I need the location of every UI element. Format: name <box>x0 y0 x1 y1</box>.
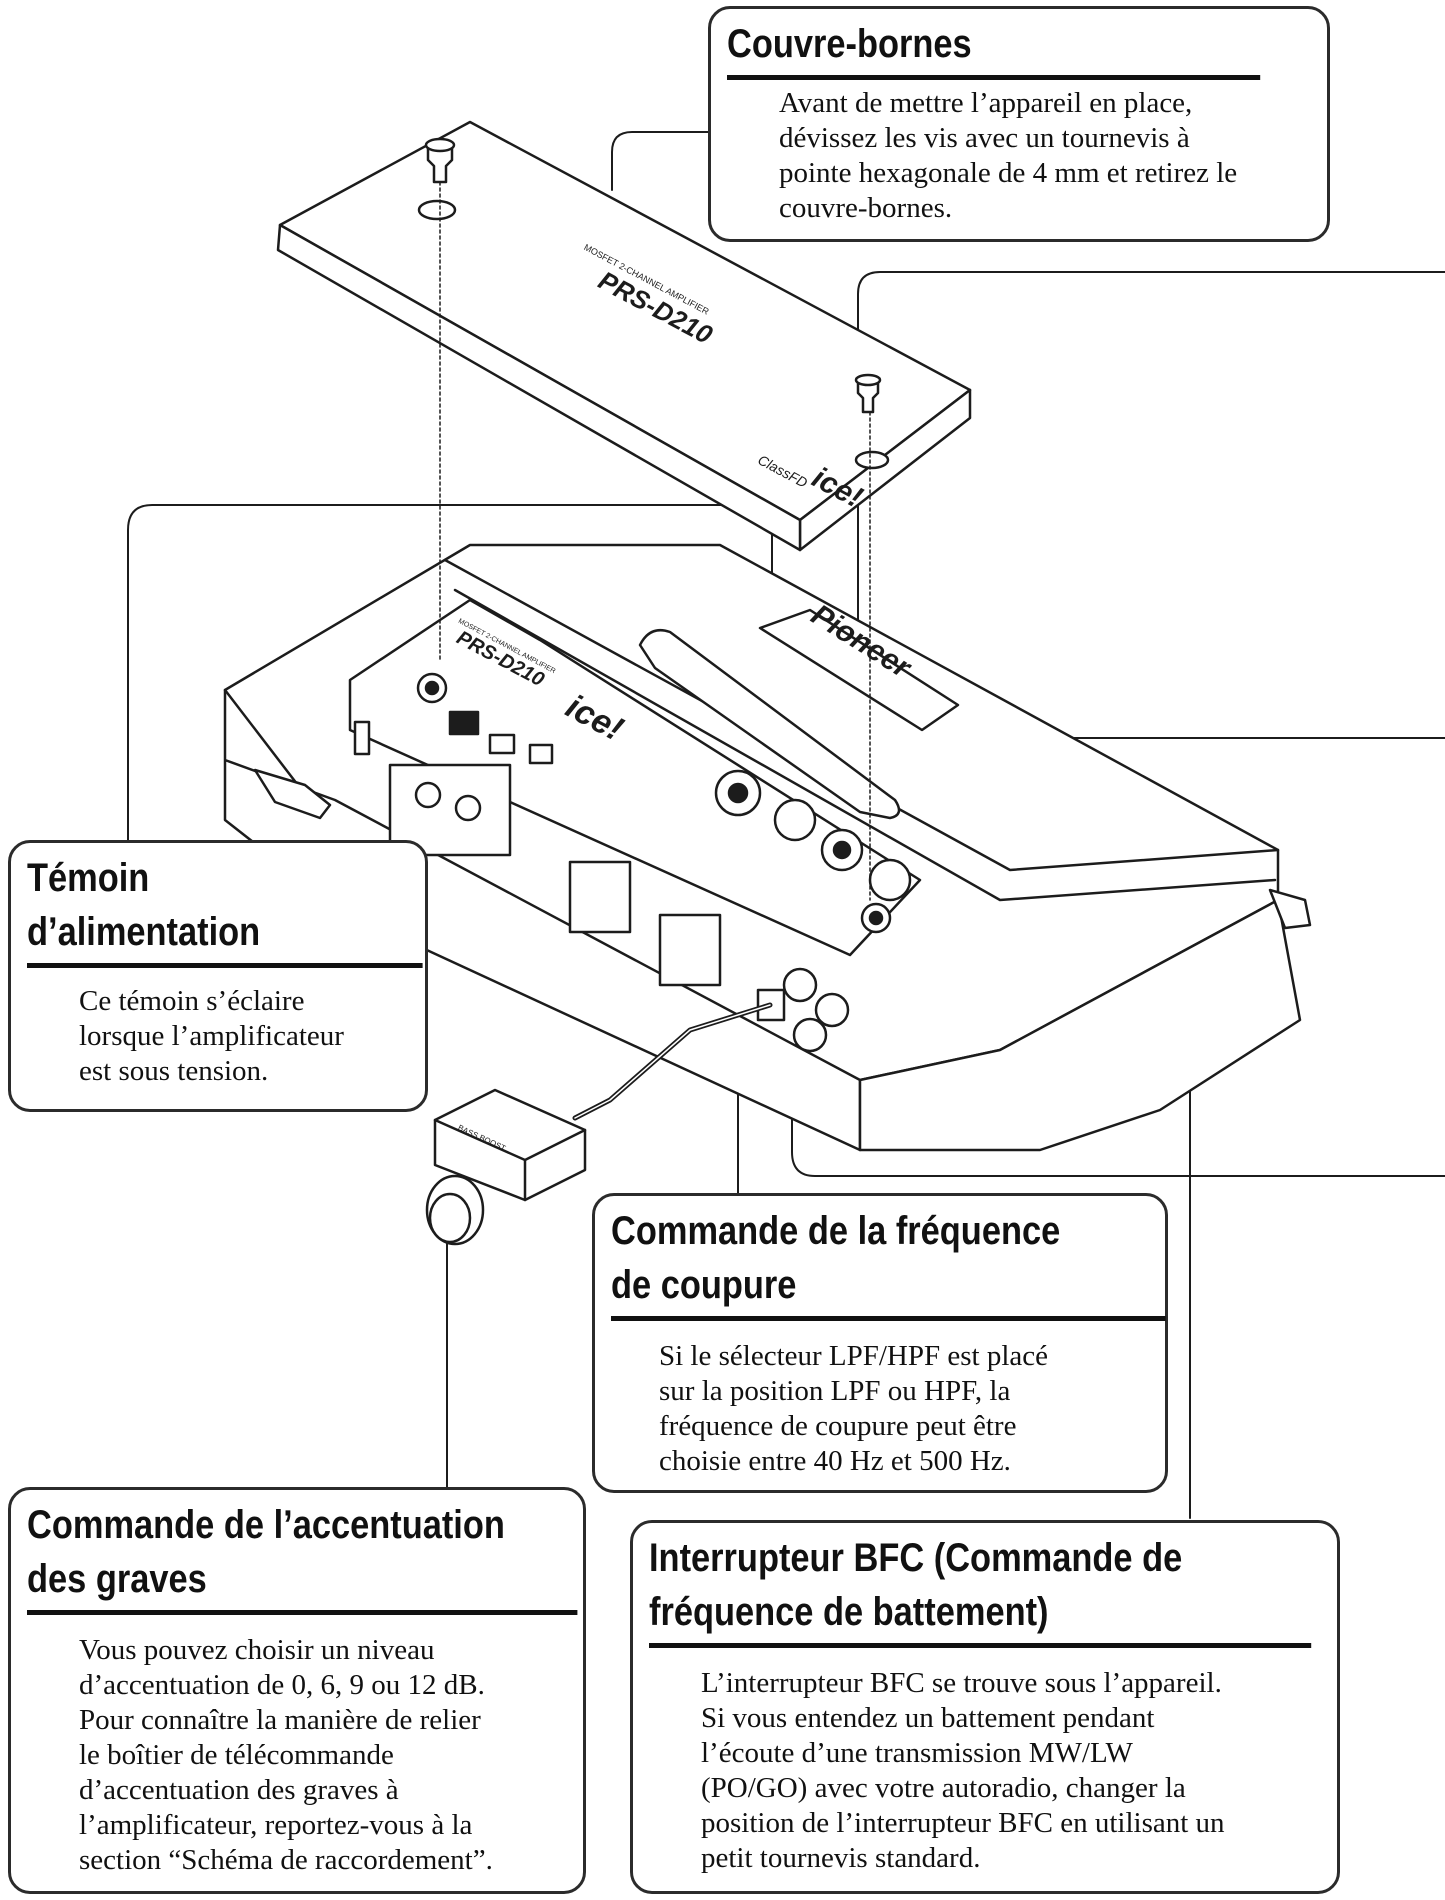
cover-hole-right <box>854 450 890 470</box>
system-box <box>528 743 554 765</box>
title-line: Commande de la fréquence <box>611 1209 1061 1253</box>
callout-frequence-body: Si le sélecteur LPF/HPF est placé sur la… <box>659 1339 1165 1479</box>
amplifier-ridge <box>443 558 1280 872</box>
body-line: l’amplificateur, reportez-vous à la <box>79 1809 473 1841</box>
title-line: des graves <box>27 1557 207 1601</box>
mounting-foot-right <box>1268 888 1312 930</box>
title-line: Témoin <box>27 856 150 900</box>
rca-jack-2 <box>814 992 850 1028</box>
leader-right-top <box>857 271 1445 961</box>
remote-cable-inner <box>574 1004 771 1119</box>
bass-boost-remote <box>425 1002 773 1246</box>
power-led <box>353 720 371 756</box>
callout-bfc-title: Interrupteur BFC (Commande de fréquence … <box>649 1531 1312 1648</box>
brand-plate <box>758 608 960 732</box>
cover-hole-left <box>417 199 457 221</box>
callout-couvre-bornes-title: Couvre-bornes <box>727 17 1261 80</box>
body-line: Si vous entendez un battement pendant <box>701 1702 1155 1734</box>
body-line: Pour connaître la manière de relier <box>79 1704 481 1736</box>
body-line: pointe hexagonale de 4 mm et retirez le <box>779 157 1238 189</box>
rca-jack-3 <box>792 1017 828 1053</box>
callout-couvre-bornes: Couvre-bornes Avant de mettre l’appareil… <box>708 6 1330 242</box>
body-line: d’accentuation des graves à <box>79 1774 399 1806</box>
callout-graves-body: Vous pouvez choisir un niveau d’accentua… <box>79 1633 583 1878</box>
speaker-terminal-b <box>658 913 722 987</box>
cover-screw-right-head <box>854 373 882 387</box>
amplifier-ridge-2 <box>453 588 1277 902</box>
callout-temoin-body: Ce témoin s’éclaire lorsque l’amplificat… <box>79 984 425 1089</box>
body-line: Vous pouvez choisir un niveau <box>79 1634 435 1666</box>
body-line: sur la position LPF ou HPF, la <box>659 1375 1011 1407</box>
callout-frequence-title: Commande de la fréquence de coupure <box>611 1204 1166 1321</box>
callout-couvre-bornes-body: Avant de mettre l’appareil en place, dév… <box>779 86 1327 226</box>
callout-temoin-title: Témoin d’alimentation <box>27 851 423 968</box>
bass-boost-selector <box>868 858 912 902</box>
amplifier-body <box>223 543 1312 1152</box>
lpf-hpf-selector <box>773 798 817 842</box>
title-line: d’alimentation <box>27 910 261 954</box>
body-line: section “Schéma de raccordement”. <box>79 1844 493 1876</box>
callout-bfc-body: L’interrupteur BFC se trouve sous l’appa… <box>701 1666 1337 1876</box>
terminal-screw-1 <box>414 781 442 809</box>
title-line: Interrupteur BFC (Commande de <box>649 1536 1183 1580</box>
title-line: Commande de l’accentuation <box>27 1503 505 1547</box>
callout-temoin: Témoin d’alimentation Ce témoin s’éclair… <box>8 840 428 1112</box>
body-line: position de l’interrupteur BFC en utilis… <box>701 1807 1225 1839</box>
remote-knob-cap <box>428 1192 472 1244</box>
cover-screw-right <box>856 378 880 414</box>
leader-couvre-bornes <box>611 131 709 191</box>
callout-frequence: Commande de la fréquence de coupure Si l… <box>592 1193 1168 1493</box>
cover-screw-left <box>426 143 454 184</box>
callout-bfc: Interrupteur BFC (Commande de fréquence … <box>630 1520 1340 1894</box>
body-line: Avant de mettre l’appareil en place, <box>779 87 1193 119</box>
leader-right-bottom <box>791 837 1445 1177</box>
front-panel <box>348 598 922 957</box>
panel-screw-right-inner <box>868 910 884 926</box>
cover-screw-left-head <box>424 137 456 153</box>
body-line: Si le sélecteur LPF/HPF est placé <box>659 1340 1049 1372</box>
amplifier-right-side <box>858 898 1302 1152</box>
body-line: l’écoute d’une transmission MW/LW <box>701 1737 1133 1769</box>
gain-knob-center <box>832 840 852 860</box>
terminal-cover-edge <box>276 223 802 552</box>
mounting-foot-left <box>253 768 332 820</box>
body-line: couvre-bornes. <box>779 192 953 224</box>
power-indicator-box <box>448 710 480 736</box>
terminal-cover <box>276 120 972 901</box>
body-line: Ce témoin s’éclaire <box>79 985 305 1017</box>
body-line: choisie entre 40 Hz et 500 Hz. <box>659 1445 1011 1477</box>
speaker-terminal-a <box>568 860 632 934</box>
body-line: dévissez les vis avec un tournevis à <box>779 122 1190 154</box>
body-line: petit tournevis standard. <box>701 1842 981 1874</box>
remote-box <box>433 1088 587 1202</box>
body-line: lorsque l’amplificateur <box>79 1020 344 1052</box>
rca-jack-1 <box>782 967 818 1003</box>
title-line: fréquence de battement) <box>649 1590 1049 1634</box>
callout-graves-title: Commande de l’accentuation des graves <box>27 1498 578 1615</box>
callout-graves: Commande de l’accentuation des graves Vo… <box>8 1487 586 1894</box>
terminal-screw-2 <box>454 794 482 822</box>
body-line: d’accentuation de 0, 6, 9 ou 12 dB. <box>79 1669 485 1701</box>
body-line: (PO/GO) avec votre autoradio, changer la <box>701 1772 1186 1804</box>
body-line: est sous tension. <box>79 1055 269 1087</box>
body-line: fréquence de coupure peut être <box>659 1410 1017 1442</box>
heatsink-slot <box>638 628 901 820</box>
gain-box <box>488 733 516 755</box>
body-line: L’interrupteur BFC se trouve sous l’appa… <box>701 1667 1222 1699</box>
body-line: le boîtier de télécommande <box>79 1739 394 1771</box>
title-line: de coupure <box>611 1263 797 1307</box>
frequency-knob-center <box>727 782 749 804</box>
panel-screw-left-inner <box>424 680 440 696</box>
